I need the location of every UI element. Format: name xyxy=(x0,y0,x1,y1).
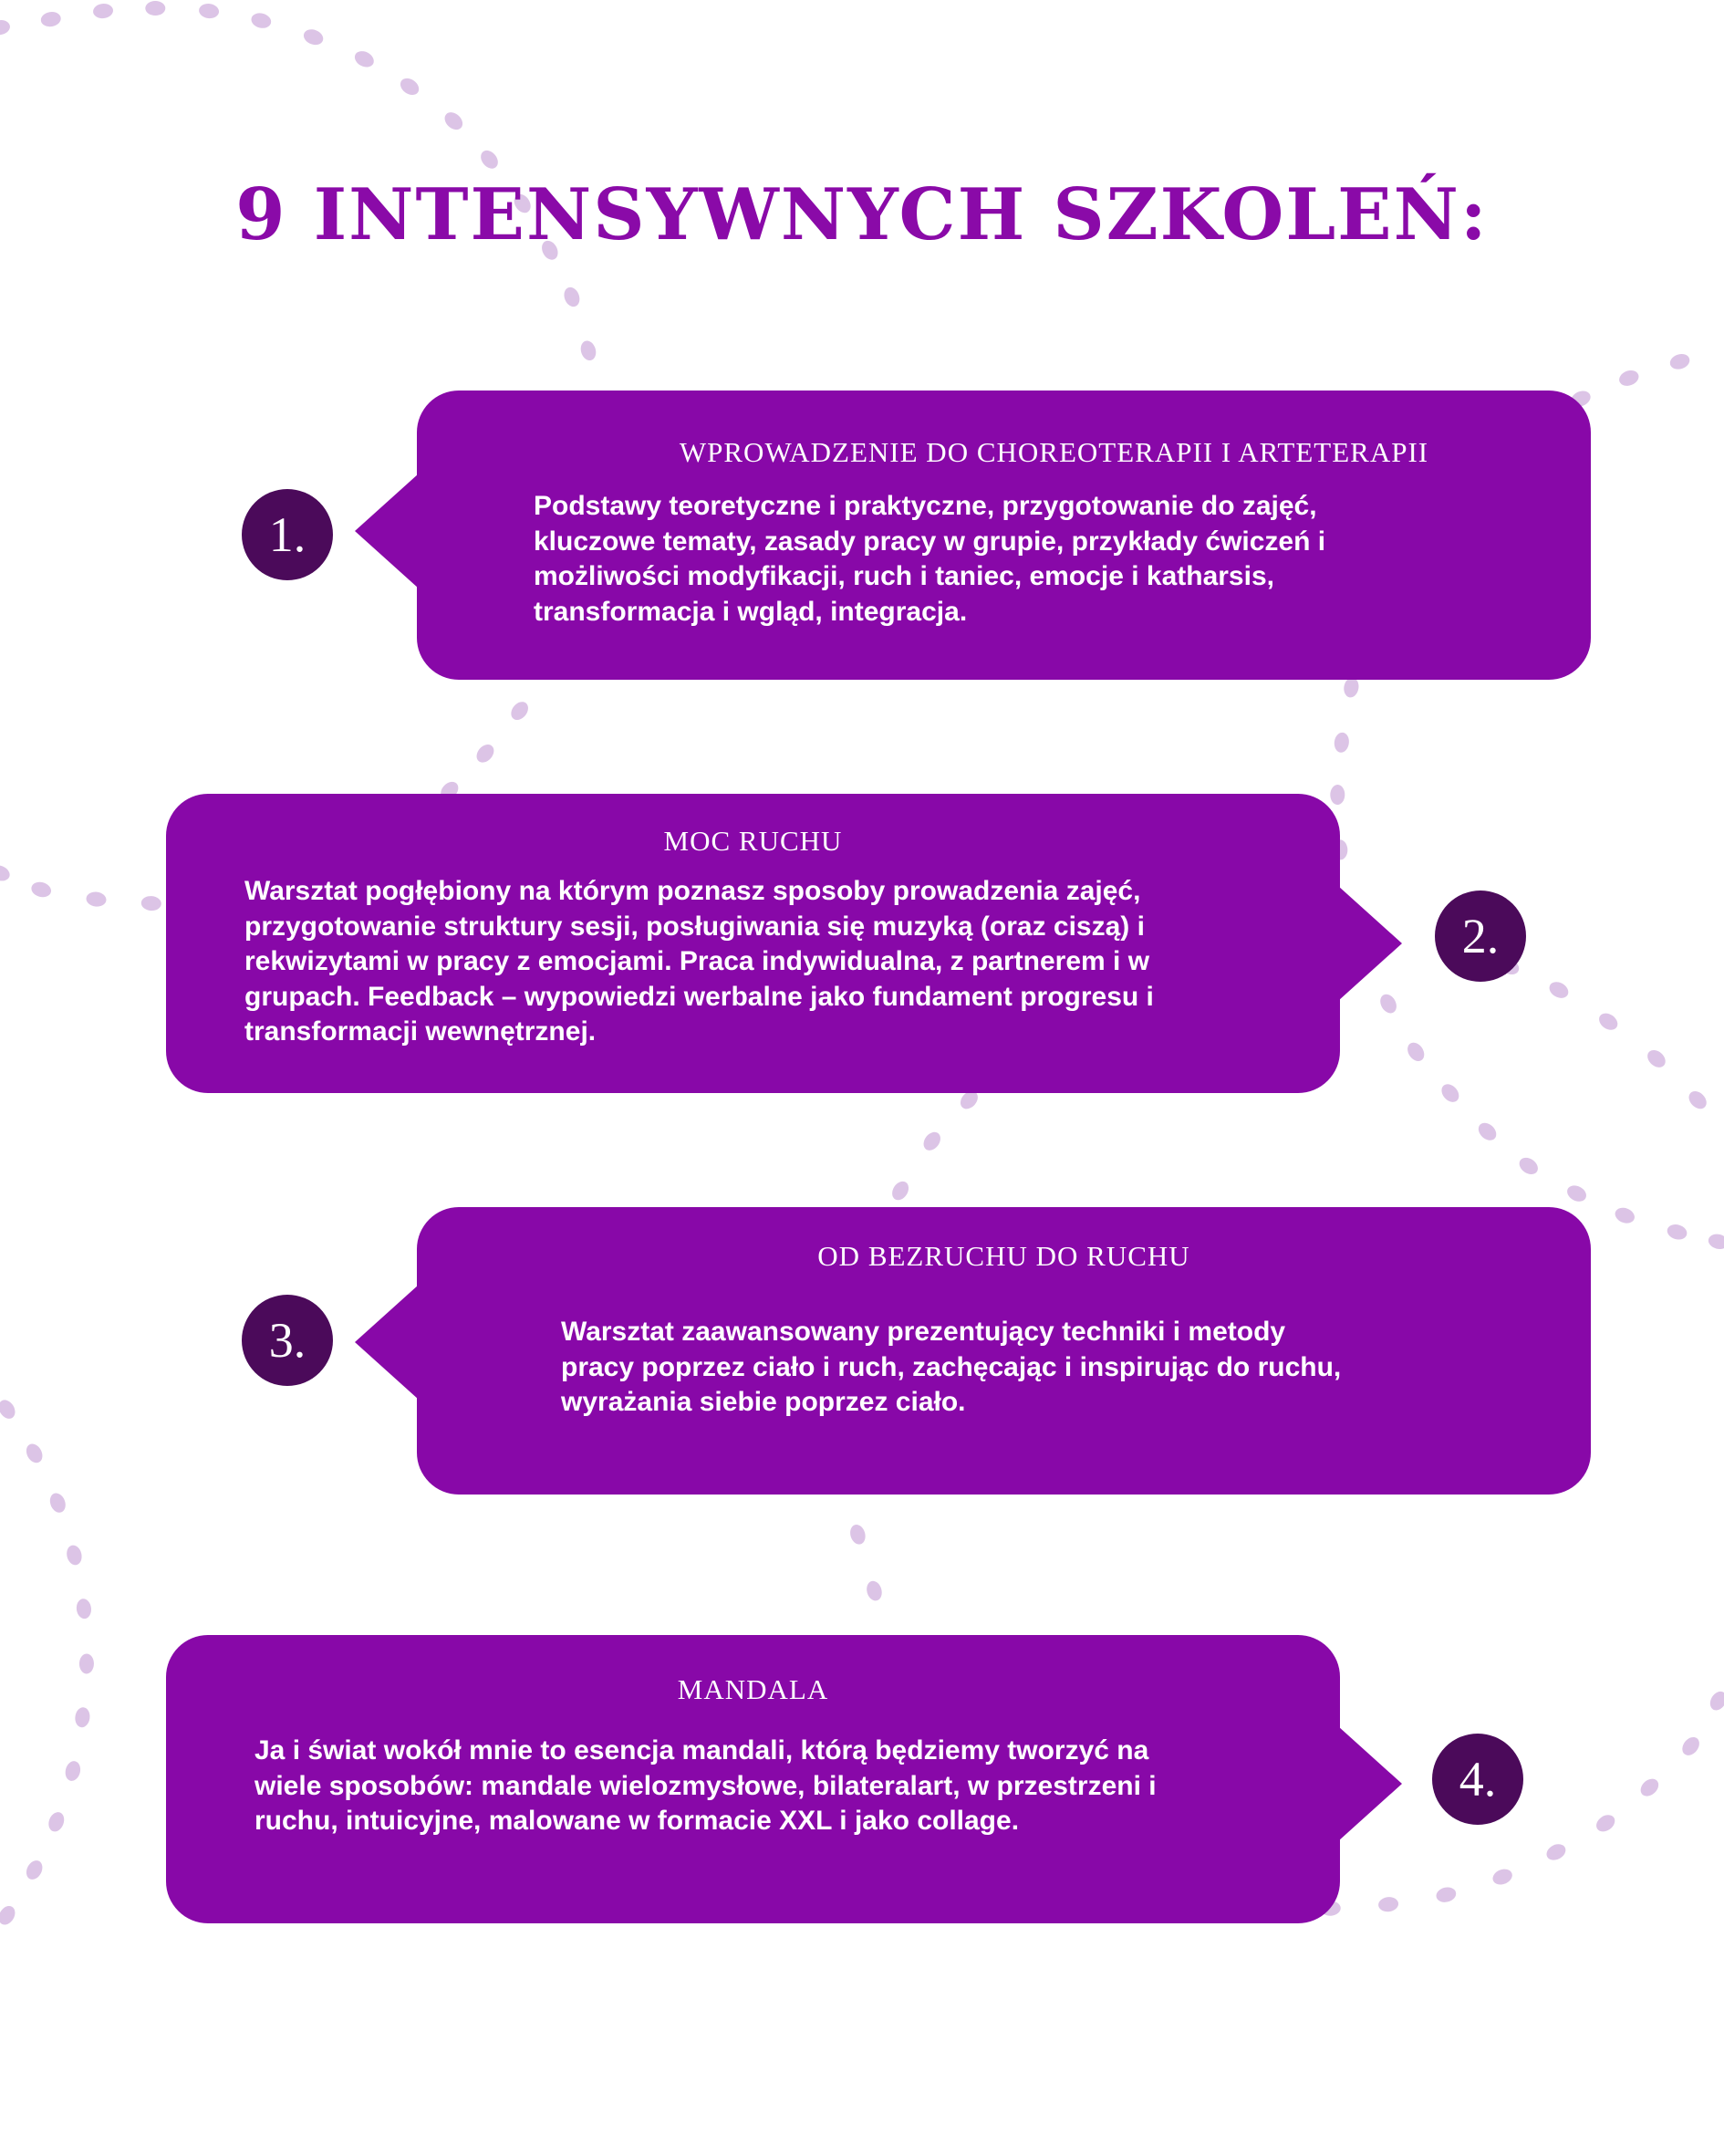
decorative-dot xyxy=(93,4,113,19)
decorative-dot xyxy=(850,1525,866,1545)
decorative-dot xyxy=(1596,1815,1615,1832)
decorative-dot xyxy=(1615,1207,1635,1224)
card-4-heading: MANDALA xyxy=(677,1673,829,1705)
card-1-pointer xyxy=(355,474,419,588)
decorative-dot xyxy=(1599,1013,1618,1030)
decorative-dot xyxy=(511,702,528,721)
decorative-dot xyxy=(960,1090,978,1109)
decorative-dot xyxy=(76,1599,91,1620)
training-card-1: WPROWADZENIE DO CHOREOTERAPII I ARTETERA… xyxy=(417,391,1591,680)
decorative-dot xyxy=(140,896,161,911)
decorative-dot xyxy=(67,1545,82,1566)
decorative-dot xyxy=(1436,1887,1457,1902)
decorative-dot xyxy=(1549,982,1569,998)
decorative-dot xyxy=(1682,1736,1699,1755)
decorative-dot xyxy=(476,745,494,763)
decorative-dot xyxy=(1546,1844,1566,1860)
page-title: 9 INTENSYWNYCH SZKOLEŃ: xyxy=(235,173,1489,256)
decorative-dot xyxy=(75,1707,90,1728)
card-3-heading: OD BEZRUCHU DO RUCHU xyxy=(817,1240,1190,1272)
decorative-dot xyxy=(481,150,498,169)
decorative-dot xyxy=(1334,732,1349,753)
decorative-dot xyxy=(1441,1084,1459,1102)
card-2-heading: MOC RUCHU xyxy=(663,825,843,857)
decorative-dot xyxy=(0,1905,16,1925)
decorative-dot xyxy=(1667,1224,1688,1240)
number-badge-1: 1. xyxy=(242,489,333,580)
decorative-dot xyxy=(78,1653,94,1674)
decorative-dot xyxy=(48,1812,65,1832)
card-1-description: Podstawy teoretyczne i praktyczne, przyg… xyxy=(534,491,1326,627)
decorative-dot xyxy=(40,12,61,27)
decorative-dot xyxy=(0,1400,16,1419)
decorative-dot xyxy=(1519,1157,1538,1175)
decorative-dot xyxy=(26,1860,43,1880)
decorative-dot xyxy=(31,881,52,898)
decorative-dot xyxy=(26,1443,43,1463)
decorative-dot xyxy=(251,13,272,28)
card-2-description: Warsztat pogłębiony na którym poznasz sp… xyxy=(244,876,1154,1047)
training-card-2: MOC RUCHU Warsztat pogłębiony na którym … xyxy=(166,794,1340,1093)
decorative-dot xyxy=(1619,370,1639,386)
decorative-dot xyxy=(49,1493,66,1513)
decorative-dot xyxy=(1378,1897,1399,1912)
decorative-dot xyxy=(1647,1049,1666,1068)
decorative-dot xyxy=(145,1,166,16)
decorative-dot xyxy=(354,51,374,68)
decorative-dot xyxy=(1709,1691,1724,1711)
decorative-dot xyxy=(542,240,558,260)
decorative-dot xyxy=(1407,1042,1425,1061)
decorative-dot xyxy=(1688,1090,1707,1109)
decorative-dot xyxy=(1492,1869,1512,1885)
decorative-dot xyxy=(1669,354,1690,370)
card-3-pointer xyxy=(355,1285,419,1400)
number-badge-4: 4. xyxy=(1432,1734,1523,1825)
decorative-dot xyxy=(892,1181,909,1201)
decorative-dot xyxy=(867,1580,882,1601)
number-badge-2: 2. xyxy=(1435,891,1526,982)
decorative-dot xyxy=(1708,1234,1724,1250)
decorative-dot xyxy=(564,286,580,307)
decorative-dot xyxy=(1330,785,1345,806)
decorative-dot xyxy=(303,29,324,46)
decorative-dot xyxy=(514,193,531,214)
training-card-3: OD BEZRUCHU DO RUCHU Warsztat zaawansowa… xyxy=(417,1207,1591,1495)
decorative-dot xyxy=(1478,1122,1497,1140)
decorative-dot xyxy=(923,1131,940,1151)
card-2-pointer xyxy=(1338,886,1402,1001)
card-4-pointer xyxy=(1338,1726,1402,1841)
training-card-4: MANDALA Ja i świat wokół mnie to esencja… xyxy=(166,1635,1340,1923)
number-badge-3: 3. xyxy=(242,1295,333,1386)
decorative-dot xyxy=(65,1761,81,1781)
decorative-dot xyxy=(86,891,107,907)
decorative-dot xyxy=(580,340,597,361)
decorative-dot xyxy=(444,112,463,130)
decorative-dot xyxy=(0,20,10,36)
decorative-dot xyxy=(0,865,10,881)
decorative-dot xyxy=(400,78,420,96)
card-4-description: Ja i świat wokół mnie to esencja mandali… xyxy=(254,1735,1157,1836)
card-3-description: Warsztat zaawansowany prezentujący techn… xyxy=(561,1317,1342,1417)
decorative-dot xyxy=(199,4,220,19)
decorative-dot xyxy=(1567,1185,1586,1202)
decorative-dot xyxy=(1640,1778,1659,1797)
decorative-dot xyxy=(1344,677,1359,698)
card-1-heading: WPROWADZENIE DO CHOREOTERAPII I ARTETERA… xyxy=(679,436,1429,468)
